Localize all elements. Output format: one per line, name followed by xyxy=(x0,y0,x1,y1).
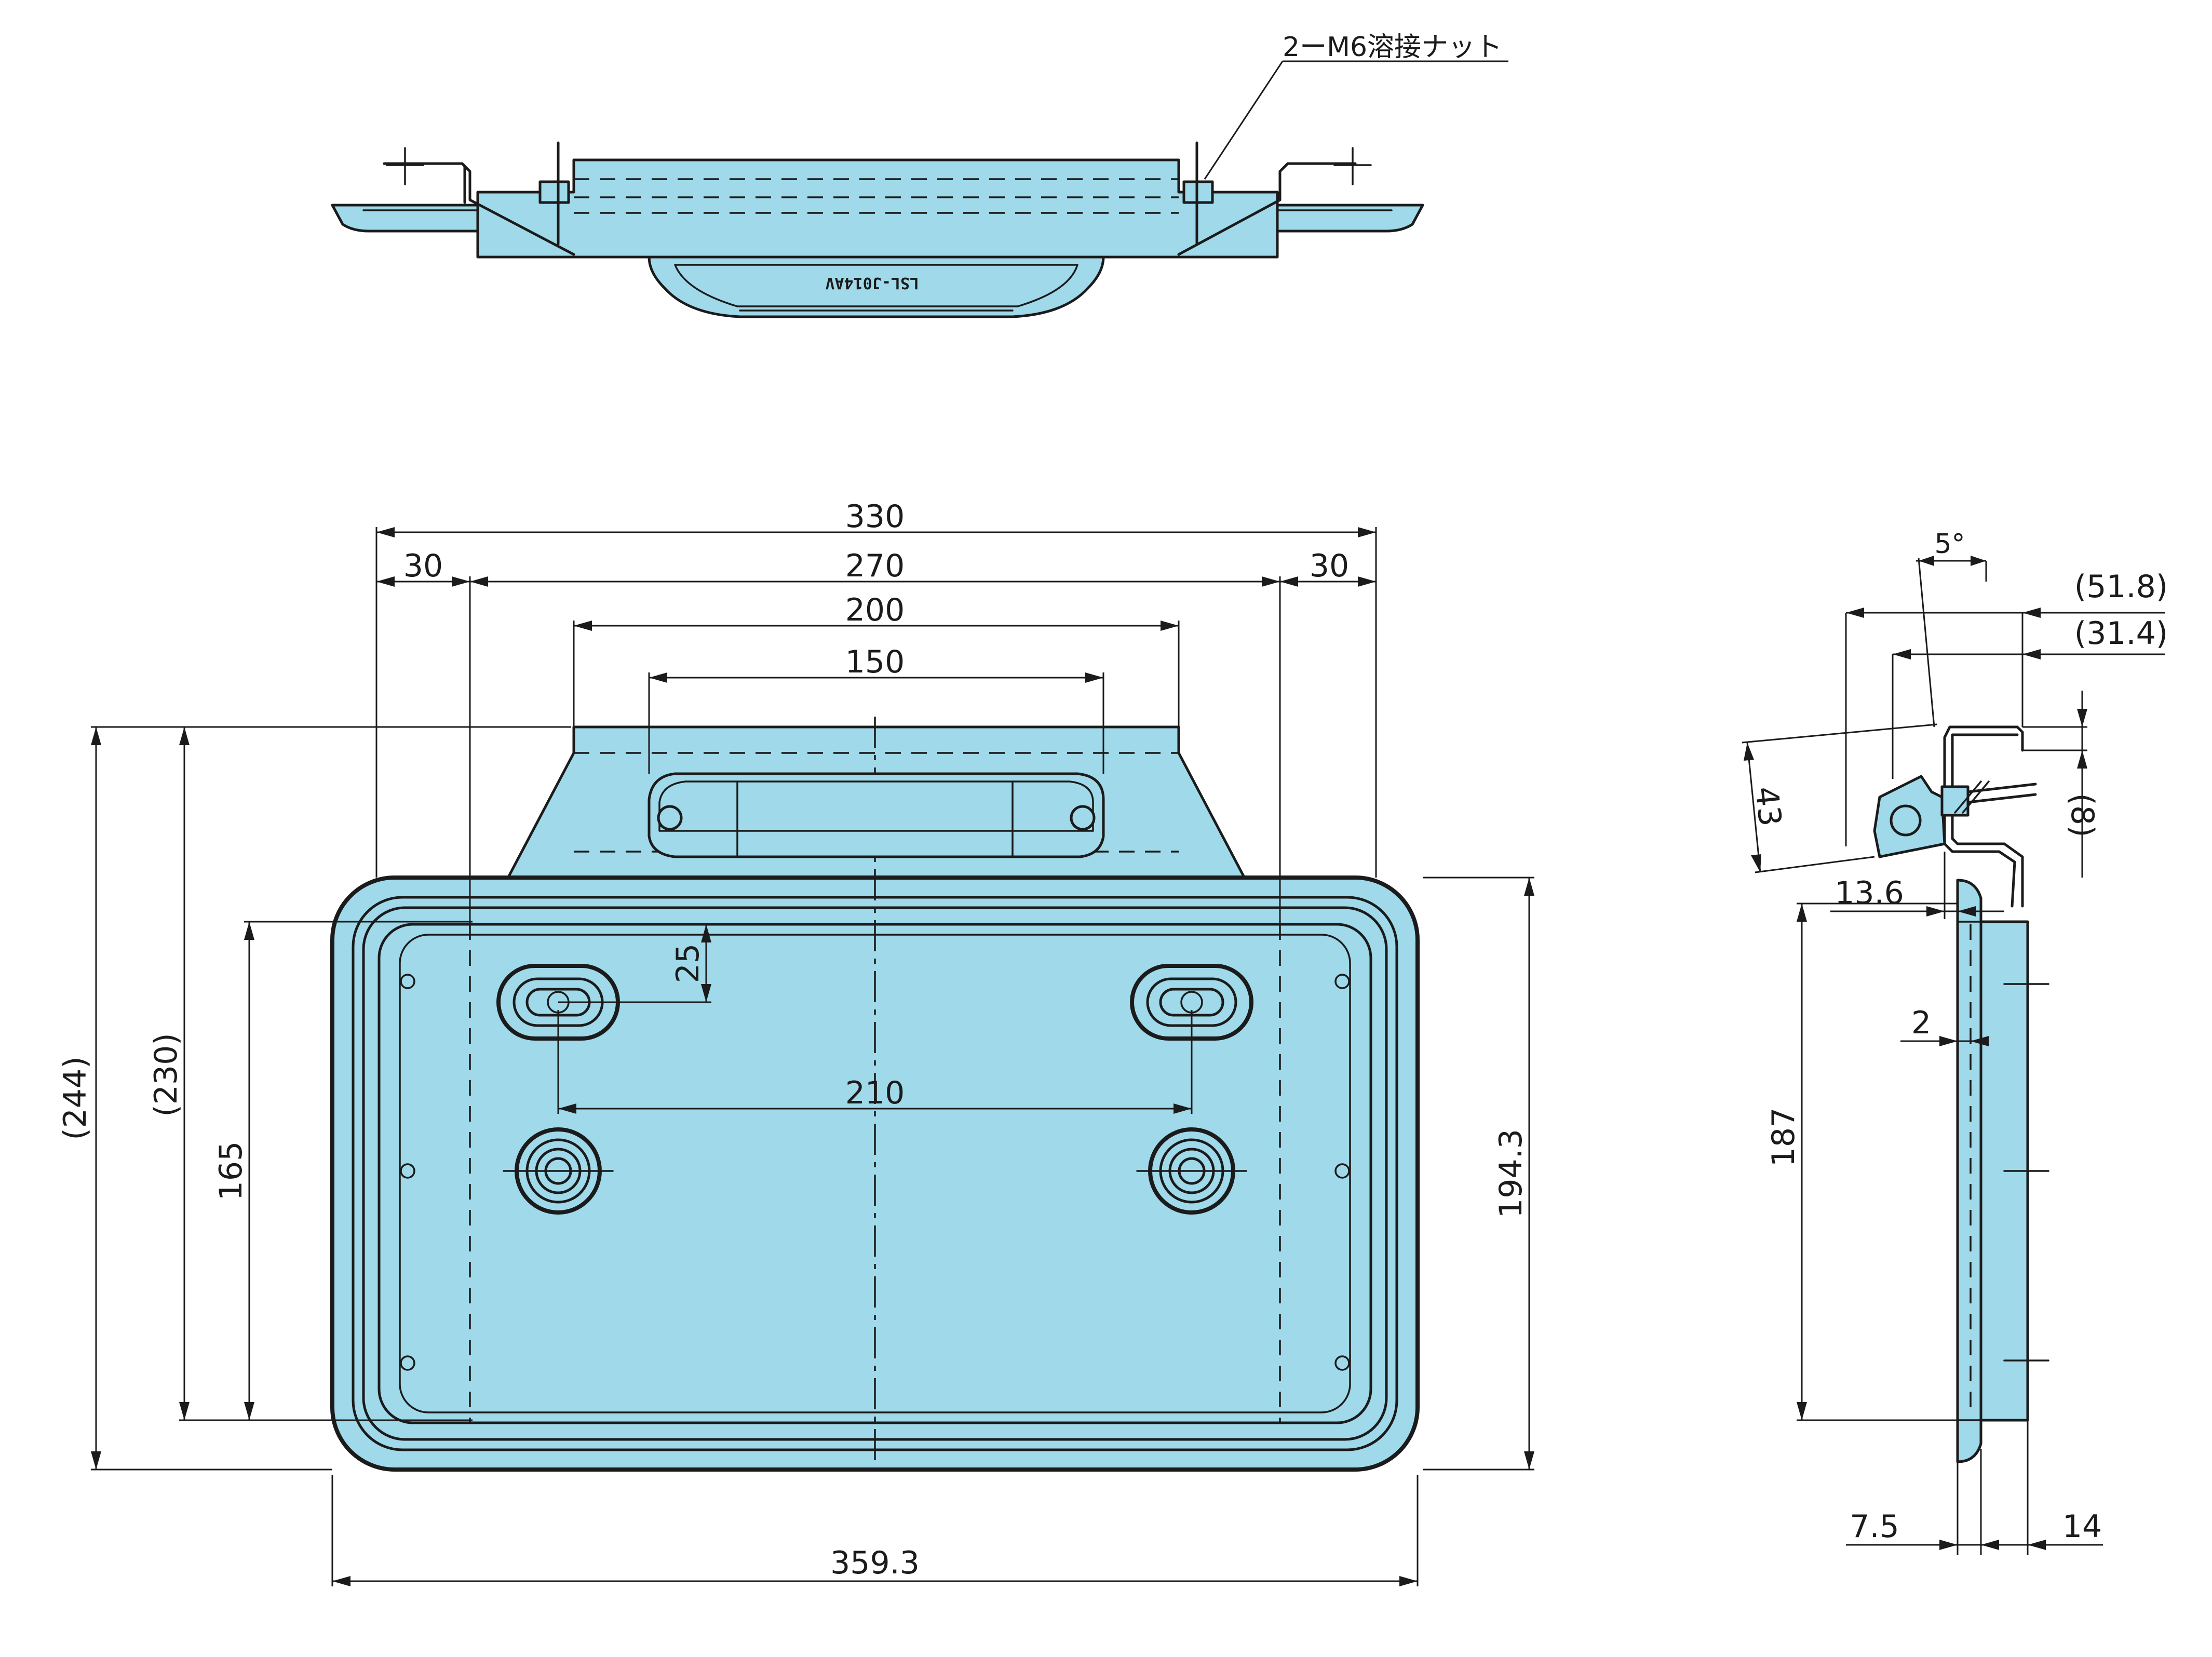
top-view-bracket xyxy=(476,158,1279,259)
dim-150: 150 xyxy=(845,644,905,680)
front-view-lamp xyxy=(648,772,1105,858)
dim-210: 210 xyxy=(845,1075,905,1111)
bolt-boss-left xyxy=(503,1127,614,1215)
dim-165: 165 xyxy=(213,1141,249,1201)
side-view-lamp xyxy=(1873,775,1946,858)
dim-13-6: 13.6 xyxy=(1835,875,1904,911)
weld-nut-note: 2ーM6溶接ナット xyxy=(1283,32,1502,63)
dim-230: (230) xyxy=(148,1033,184,1116)
weld-nut-left xyxy=(538,180,570,204)
dim-194-3: 194.3 xyxy=(1493,1129,1529,1218)
top-view: LSL-J014AV 2ーM6溶接ナット xyxy=(331,32,1508,318)
dim-200: 200 xyxy=(845,592,905,628)
dim-30-left: 30 xyxy=(403,548,443,584)
dim-8: (8) xyxy=(2064,793,2100,838)
bolt-boss-right xyxy=(1136,1127,1247,1215)
dimensions-side: 5° (51.8) (31.4) (8) 43 13.6 xyxy=(1742,529,2168,1555)
dim-270: 270 xyxy=(845,548,905,584)
dimensions-front: 330 270 30 30 200 150 25 210 xyxy=(57,499,1534,1586)
lamp-screw-left xyxy=(657,805,683,831)
dim-5deg: 5° xyxy=(1934,529,1965,560)
dim-359-3: 359.3 xyxy=(830,1545,920,1581)
dim-330: 330 xyxy=(845,499,905,535)
dim-31-4: (31.4) xyxy=(2074,615,2168,652)
front-view xyxy=(330,717,1420,1472)
dim-187: 187 xyxy=(1765,1108,1802,1167)
lamp-screw-right xyxy=(1070,805,1096,831)
dim-244: (244) xyxy=(57,1056,93,1140)
dim-25: 25 xyxy=(670,944,706,983)
dim-2: 2 xyxy=(1911,1005,1931,1041)
dim-51-8: (51.8) xyxy=(2074,569,2168,605)
side-view-plate xyxy=(1956,879,1982,1463)
top-view-lamp xyxy=(648,255,1105,318)
dim-7-5: 7.5 xyxy=(1850,1508,1899,1545)
dim-14: 14 xyxy=(2062,1508,2102,1545)
weld-nut-leader xyxy=(1204,61,1284,180)
side-view xyxy=(1873,725,2049,1463)
dim-30-right: 30 xyxy=(1310,548,1349,584)
product-mark-text: LSL-J014AV xyxy=(825,274,919,292)
dim-43: 43 xyxy=(1748,785,1788,828)
